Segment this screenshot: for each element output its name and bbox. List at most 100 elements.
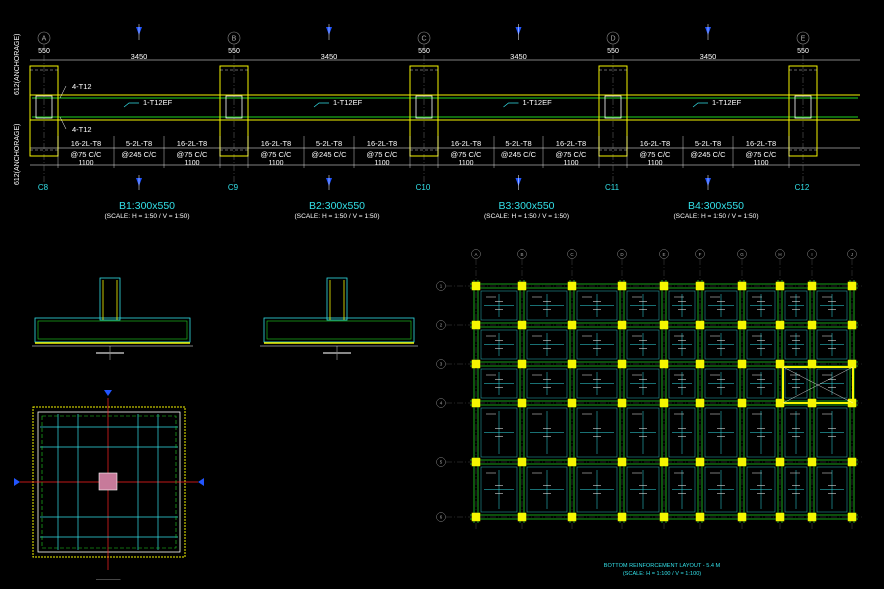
column-marker (617, 398, 627, 408)
grid-label: D (620, 252, 624, 257)
ef-bar-label: 1-T12EF (333, 98, 363, 107)
stirrup-spacing: @75 C/C (746, 150, 778, 159)
stirrup-label: 16-2L-T8 (451, 139, 481, 148)
ef-bar-symbol (123, 102, 139, 108)
top-bar-label: 4-T12 (72, 82, 92, 91)
grid-label: E (662, 252, 665, 257)
column-marker (659, 359, 669, 369)
grid-bubble (436, 398, 446, 408)
slab-panel (816, 329, 848, 360)
column-mark: C11 (605, 183, 620, 192)
slab-panel (668, 329, 696, 360)
footing-plan: ——————— (14, 390, 204, 581)
column-marker (775, 457, 785, 467)
grid-label: I (811, 252, 812, 257)
slab-panel (480, 368, 518, 399)
grid-label: 6 (440, 515, 443, 520)
zone-dim: 1100 (458, 160, 473, 167)
stirrup-spacing: @75 C/C (451, 150, 483, 159)
column-marker (617, 512, 627, 522)
stirrup-label: 5-2L-T8 (505, 139, 531, 148)
beam-scale: (SCALE: H = 1:50 / V = 1:50) (104, 213, 189, 220)
slab-panel (704, 407, 738, 458)
zone-dim: 1100 (268, 160, 283, 167)
column-marker (737, 398, 747, 408)
column-marker (517, 457, 527, 467)
grid-bubble (659, 249, 669, 259)
slab-panel (704, 466, 738, 513)
column-marker (807, 512, 817, 522)
grid-label: D (610, 36, 615, 43)
column-marker (567, 512, 577, 522)
column-marker (567, 457, 577, 467)
column-marker (471, 457, 481, 467)
column-marker (517, 359, 527, 369)
rebar-outline (41, 415, 177, 549)
ef-bar-symbol (692, 102, 708, 108)
stirrup-spacing: @75 C/C (71, 150, 103, 159)
column-marker (847, 281, 857, 291)
section-marker-icon (104, 390, 112, 396)
stirrup-spacing: @75 C/C (177, 150, 209, 159)
column-outline (29, 65, 59, 157)
column-outline (598, 65, 628, 157)
slab-panel (784, 368, 808, 399)
span-dim: 3450 (321, 52, 338, 61)
column-marker (517, 320, 527, 330)
column-marker (659, 281, 669, 291)
grid-label: 1 (440, 284, 443, 289)
beam-elevation: 612(ANCHORAGE) 612(ANCHORAGE) 4-T12 4-T1… (14, 24, 860, 220)
stirrup-spacing: @245 C/C (311, 150, 347, 159)
slab-panel (668, 407, 696, 458)
column-outline (409, 65, 439, 157)
slab-panel (526, 407, 568, 458)
ef-bar-label: 1-T12EF (143, 98, 173, 107)
slab-panel (576, 329, 618, 360)
grid-bubble (517, 249, 527, 259)
grid-label: 4 (440, 401, 443, 406)
stirrup-spacing: @75 C/C (556, 150, 588, 159)
column-marker (471, 281, 481, 291)
stirrup-label: 16-2L-T8 (640, 139, 670, 148)
column-marker (807, 281, 817, 291)
column-marker (775, 359, 785, 369)
grid-label: A (42, 36, 47, 43)
grid-bubble (847, 249, 857, 259)
column-mark: C12 (795, 183, 810, 192)
slab-panel (746, 368, 776, 399)
zone-dim: 1100 (563, 160, 578, 167)
column-marker (617, 320, 627, 330)
grid-label: 2 (440, 323, 443, 328)
ef-bar-label: 1-T12EF (523, 98, 553, 107)
column-marker (659, 457, 669, 467)
stirrup-label: 5-2L-T8 (695, 139, 721, 148)
ef-bar-symbol (313, 102, 329, 108)
section-marker-icon (198, 478, 204, 486)
column-marker (695, 281, 705, 291)
slab-panel (668, 466, 696, 513)
beam-scale: (SCALE: H = 1:50 / V = 1:50) (484, 213, 569, 220)
column-marker (567, 359, 577, 369)
slab-panel (626, 368, 660, 399)
column-marker (567, 320, 577, 330)
slab-panel (576, 407, 618, 458)
slab-panel (746, 290, 776, 321)
slab-panel (576, 466, 618, 513)
slab-panel (746, 329, 776, 360)
column-marker (471, 359, 481, 369)
grid-bubble (567, 249, 577, 259)
slab-panel (526, 466, 568, 513)
stirrup-label: 5-2L-T8 (316, 139, 342, 148)
column-marker (737, 320, 747, 330)
slab-panel (704, 290, 738, 321)
slab-panel (480, 290, 518, 321)
slab-panel (746, 407, 776, 458)
column-section (794, 95, 812, 119)
column-section (35, 95, 53, 119)
grid-label: F (699, 252, 702, 257)
slab-panel (526, 290, 568, 321)
column-marker (695, 457, 705, 467)
stirrup-label: 16-2L-T8 (556, 139, 586, 148)
column-marker (471, 398, 481, 408)
